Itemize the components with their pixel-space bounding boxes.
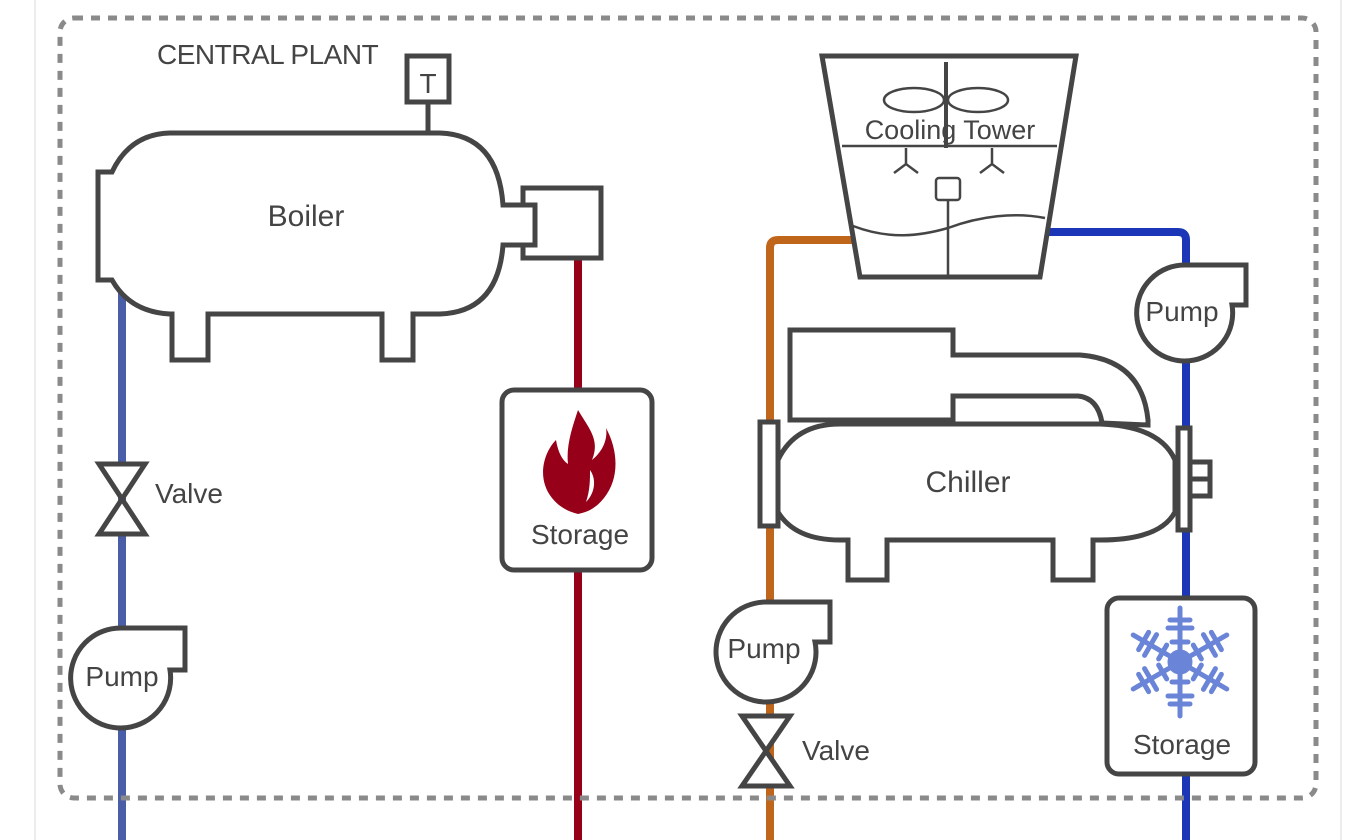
pump-icon [713, 599, 833, 705]
chiller-valve-label: Valve [802, 735, 870, 766]
chiller-barrel [775, 421, 1178, 583]
cooling-tower-label: Cooling Tower [865, 115, 1036, 145]
chiller[interactable]: Chiller [757, 327, 1213, 583]
boiler-body [95, 130, 538, 363]
tower-pump[interactable]: Pump [1134, 262, 1249, 364]
chilled-water-pipe [1045, 228, 1190, 840]
central-plant-boundary [57, 15, 1319, 801]
pump-icon [68, 625, 188, 731]
central-plant-title: CENTRAL PLANT [157, 39, 379, 70]
hot-storage-label: Storage [531, 519, 629, 550]
boiler-valve[interactable]: Valve [94, 461, 223, 537]
boiler-temperature-sensor[interactable] [404, 53, 452, 105]
valve-icon [94, 461, 150, 537]
boiler-sensor-label: T [419, 68, 436, 99]
valve-icon [737, 713, 795, 789]
pump-icon [1134, 262, 1249, 364]
boiler-pump-label: Pump [85, 661, 158, 692]
spray-nozzle-right [979, 148, 1005, 174]
boiler-valve-label: Valve [155, 478, 223, 509]
tower-pump-label: Pump [1145, 296, 1218, 327]
chiller-compressor [787, 327, 1151, 428]
snowflake-icon [1127, 605, 1233, 716]
cooling-tower[interactable]: Cooling Tower [819, 53, 1079, 280]
chiller-pump-label: Pump [727, 633, 800, 664]
chiller-pump[interactable]: Pump [713, 599, 833, 705]
chiller-label: Chiller [925, 466, 1010, 499]
chiller-left-flange [757, 419, 781, 529]
boiler-pump[interactable]: Pump [68, 625, 188, 731]
fan-blade-right [946, 86, 1010, 114]
cooling-tower-body [819, 53, 1079, 280]
spray-nozzle-left [893, 148, 919, 174]
boiler-label: Boiler [268, 200, 345, 233]
cold-storage-label: Storage [1133, 729, 1231, 760]
condenser-water-pipe [766, 236, 855, 840]
fan-blade-left [882, 86, 946, 114]
flame-icon [543, 410, 616, 514]
chiller-valve[interactable]: Valve [737, 713, 870, 789]
hot-storage-tank[interactable]: Storage [499, 387, 655, 573]
boiler[interactable]: T Boiler [95, 53, 604, 363]
tower-water-surface [852, 213, 1046, 237]
cold-storage-tank[interactable]: Storage [1104, 595, 1258, 777]
flame-highlight [586, 470, 595, 502]
